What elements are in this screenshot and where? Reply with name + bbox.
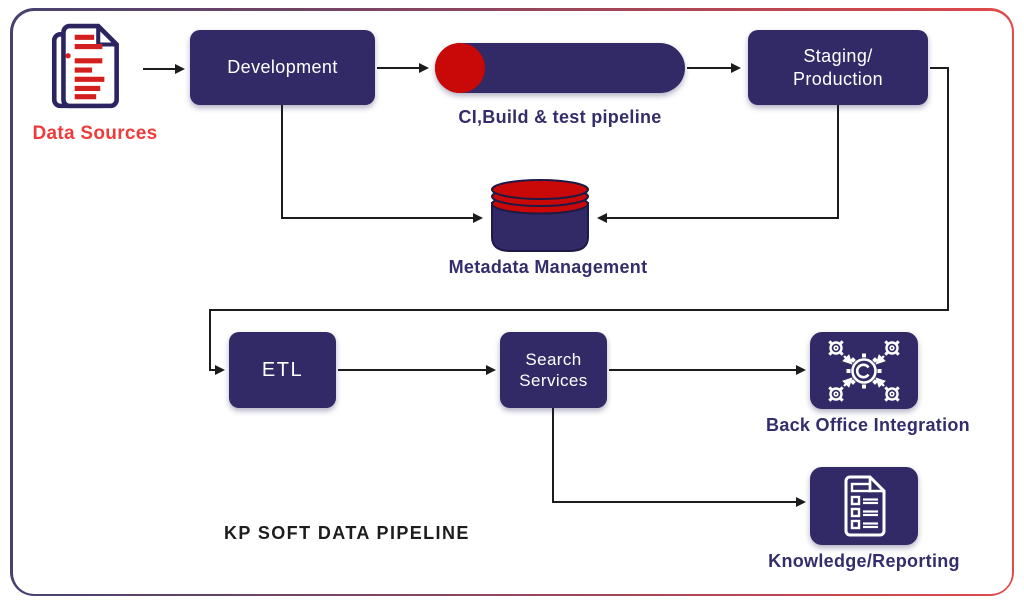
metadata-management-label: Metadata Management: [448, 257, 648, 277]
report-document-icon: [844, 475, 886, 537]
pipeline-red-dot: [435, 43, 485, 93]
back-office-integration-box: [810, 332, 918, 409]
database-cylinder-icon: [491, 179, 589, 252]
ci-pipeline-label: CI,Build & test pipeline: [458, 107, 662, 127]
knowledge-reporting-label: Knowledge/Reporting: [768, 551, 960, 571]
integration-gears-icon: [828, 339, 900, 402]
diagram-border-frame: [10, 8, 1014, 596]
data-sources-label: Data Sources: [32, 123, 158, 144]
staging-production-box: Staging/ Production: [748, 30, 928, 105]
search-services-box: Search Services: [500, 332, 607, 408]
documents-icon: [51, 23, 119, 109]
back-office-integration-label: Back Office Integration: [766, 415, 970, 435]
etl-box: ETL: [229, 332, 336, 408]
metadata-management-node: [486, 179, 594, 259]
knowledge-reporting-box: [810, 467, 918, 545]
diagram-title: KP SOFT DATA PIPELINE: [224, 523, 470, 543]
ci-pipeline-pill: [435, 43, 685, 93]
data-sources-node: [48, 22, 128, 117]
development-box: Development: [190, 30, 375, 105]
